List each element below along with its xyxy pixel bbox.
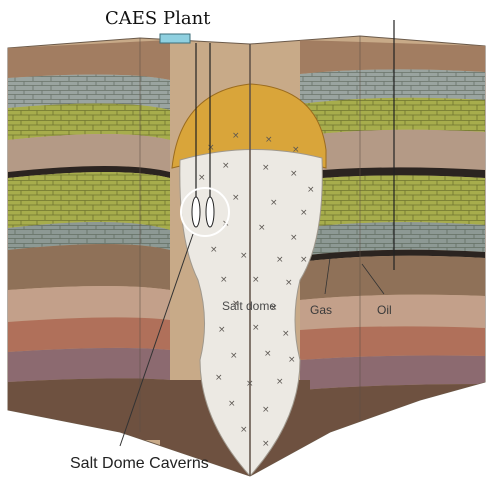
svg-text:×: × — [252, 275, 260, 285]
svg-text:×: × — [228, 399, 236, 409]
svg-text:×: × — [240, 425, 248, 435]
stratum-brown-2-right — [300, 384, 485, 476]
svg-text:×: × — [218, 325, 226, 335]
svg-text:×: × — [300, 255, 308, 265]
oil-label: Oil — [377, 303, 392, 317]
stratum-tan-1-right — [300, 130, 485, 172]
svg-text:×: × — [264, 349, 272, 359]
stratum-rust-1 — [8, 317, 170, 352]
svg-text:×: × — [262, 163, 270, 173]
stratum-rust-1-right — [300, 326, 485, 360]
svg-text:×: × — [258, 223, 266, 233]
svg-text:×: × — [246, 379, 254, 389]
stratum-tan-2 — [8, 286, 170, 322]
svg-text:×: × — [276, 377, 284, 387]
svg-text:×: × — [198, 173, 206, 183]
stratum-mauve-1 — [8, 348, 170, 382]
svg-text:×: × — [285, 278, 293, 288]
gas-label: Gas — [310, 303, 332, 317]
svg-text:×: × — [210, 245, 218, 255]
svg-text:×: × — [262, 405, 270, 415]
svg-text:×: × — [307, 185, 315, 195]
salt-dome-caverns-label: Salt Dome Caverns — [70, 455, 209, 472]
svg-text:×: × — [215, 373, 223, 383]
caes-plant-label: CAES Plant — [105, 8, 211, 29]
cavern-right — [206, 197, 214, 227]
svg-text:×: × — [240, 251, 248, 261]
svg-text:×: × — [290, 169, 298, 179]
svg-text:×: × — [300, 208, 308, 218]
caes-plant-building — [160, 34, 190, 43]
svg-text:×: × — [292, 145, 300, 155]
salt-dome-label: Salt dome — [222, 299, 276, 313]
svg-text:×: × — [265, 135, 273, 145]
stratum-brown-1 — [8, 244, 170, 290]
svg-text:×: × — [222, 161, 230, 171]
svg-text:×: × — [290, 233, 298, 243]
svg-text:×: × — [207, 143, 215, 153]
svg-text:×: × — [232, 131, 240, 141]
svg-text:×: × — [252, 323, 260, 333]
svg-text:×: × — [230, 351, 238, 361]
svg-text:×: × — [276, 255, 284, 265]
stratum-brown-1-right — [300, 256, 485, 300]
cavern-left — [192, 197, 200, 227]
svg-text:×: × — [220, 275, 228, 285]
svg-text:×: × — [262, 439, 270, 449]
svg-text:×: × — [270, 198, 278, 208]
stratum-brown-2 — [8, 378, 170, 440]
svg-text:×: × — [232, 193, 240, 203]
svg-text:×: × — [282, 329, 290, 339]
svg-text:×: × — [288, 355, 296, 365]
